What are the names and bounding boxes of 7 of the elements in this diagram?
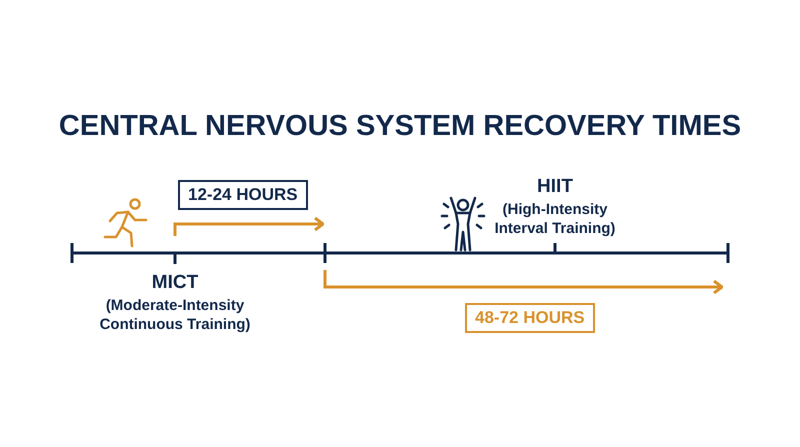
heading: MICT — [150, 272, 200, 294]
title: CENTRAL NERVOUS SYSTEM RECOVERY TIMES — [58, 110, 742, 143]
heading: HIIT — [536, 176, 574, 198]
subheading: (High-Intensity Interval Training) — [494, 200, 616, 238]
duration-box: 12-24 HOURS — [178, 180, 308, 210]
subheading: (Moderate-Intensity Continuous Training) — [98, 296, 252, 334]
duration-box: 48-72 HOURS — [465, 303, 595, 333]
